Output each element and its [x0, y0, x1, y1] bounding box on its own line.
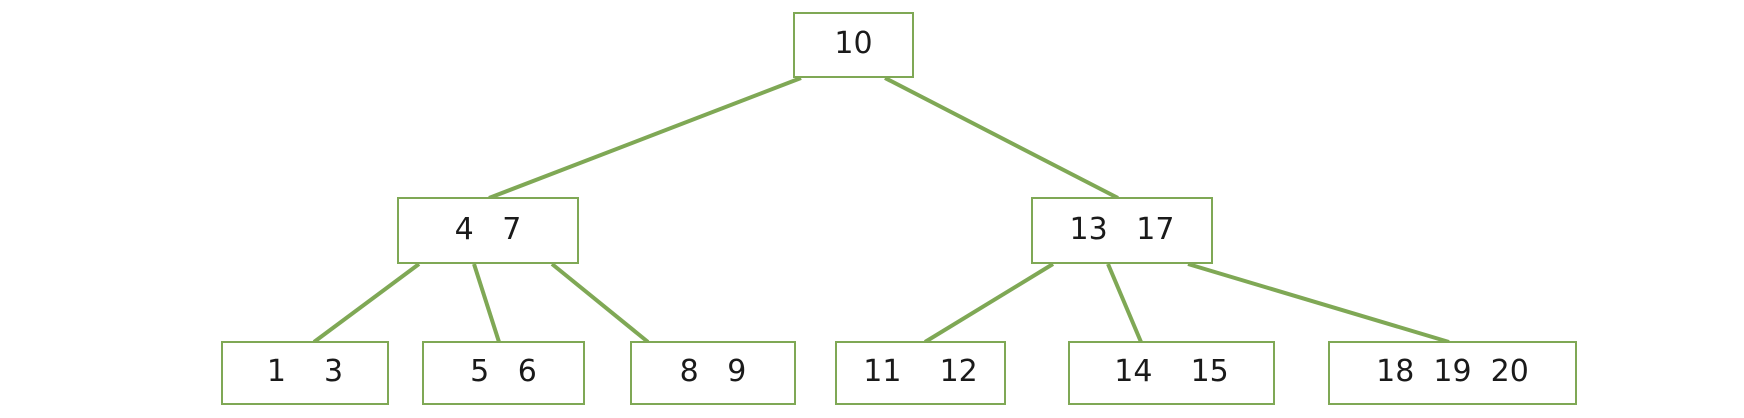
- tree-node-keys: 11 12: [863, 354, 978, 389]
- tree-edge: [312, 262, 421, 344]
- tree-node-keys: 13 17: [1069, 211, 1175, 247]
- tree-edge: [884, 76, 1119, 200]
- tree-edge: [1106, 263, 1143, 343]
- tree-node-keys: 18 19 20: [1376, 354, 1529, 389]
- tree-node-leaf-5-6[interactable]: 5 6: [422, 341, 585, 405]
- tree-edge: [550, 262, 650, 344]
- tree-edge: [472, 263, 501, 343]
- tree-node-leaf-11-12[interactable]: 11 12: [835, 341, 1006, 405]
- tree-node-root[interactable]: 10: [793, 12, 914, 78]
- tree-node-keys: 4 7: [454, 211, 522, 247]
- tree-edge: [488, 76, 802, 200]
- tree-node-leaf-8-9[interactable]: 8 9: [630, 341, 796, 405]
- tree-node-keys: 5 6: [470, 354, 537, 389]
- tree-node-internal-right[interactable]: 13 17: [1031, 197, 1213, 264]
- tree-node-keys: 1 3: [266, 354, 344, 389]
- tree-edge: [1187, 262, 1450, 344]
- tree-node-keys: 10: [834, 26, 873, 61]
- tree-edge: [923, 262, 1055, 344]
- tree-node-leaf-14-15[interactable]: 14 15: [1068, 341, 1275, 405]
- tree-node-internal-left[interactable]: 4 7: [397, 197, 579, 264]
- tree-node-keys: 14 15: [1114, 354, 1229, 389]
- tree-node-leaf-18-19-20[interactable]: 18 19 20: [1328, 341, 1577, 405]
- tree-node-leaf-1-3[interactable]: 1 3: [221, 341, 389, 405]
- tree-node-keys: 8 9: [679, 354, 747, 389]
